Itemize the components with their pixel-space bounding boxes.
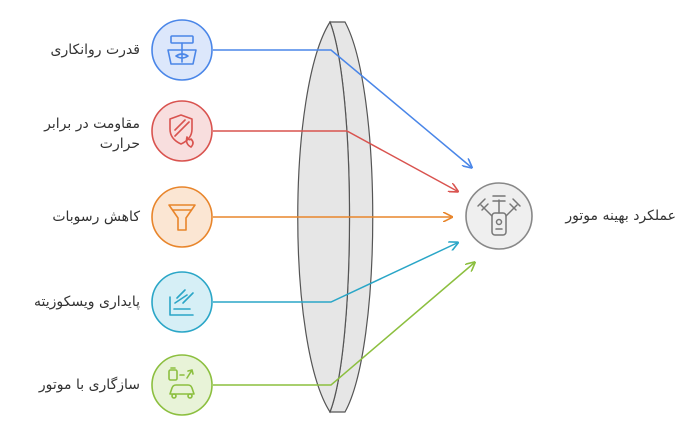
connectors — [213, 49, 474, 386]
input-node-heat-resistance — [151, 100, 213, 162]
label-optimal-engine-performance: عملکرد بهینه موتور — [565, 208, 676, 224]
heat-shield-icon — [169, 114, 194, 148]
connector-heat-resistance — [213, 130, 457, 191]
filter-funnel-icon — [168, 204, 196, 231]
input-node-viscosity — [151, 271, 213, 333]
label-engine-compatibility: سازگاری با موتور — [38, 377, 140, 393]
label-heat-resistance-line-1: مقاومت در برابر — [44, 116, 140, 132]
label-viscosity-stability: پایداری ویسکوزیته — [34, 294, 140, 310]
label-lubrication-power: قدرت روانکاری — [50, 42, 140, 58]
label-heat-resistance-line-2: حرارت — [99, 136, 140, 152]
output-node-engine-performance — [465, 182, 533, 250]
label-deposit-reduction: کاهش رسوبات — [52, 209, 140, 225]
lubrication-pump-icon — [167, 35, 197, 65]
engine-icon — [477, 195, 521, 236]
connector-viscosity — [213, 243, 457, 303]
input-node-deposit-reduction — [151, 186, 213, 248]
viscosity-flow-icon — [169, 289, 194, 316]
label-heat-resistance: مقاومت در برابر حرارت — [44, 114, 140, 154]
car-compatibility-icon — [168, 367, 195, 399]
connector-compatibility — [213, 263, 474, 386]
connector-lubrication — [213, 49, 471, 167]
input-node-compatibility — [151, 354, 213, 416]
input-node-lubrication — [151, 19, 213, 81]
